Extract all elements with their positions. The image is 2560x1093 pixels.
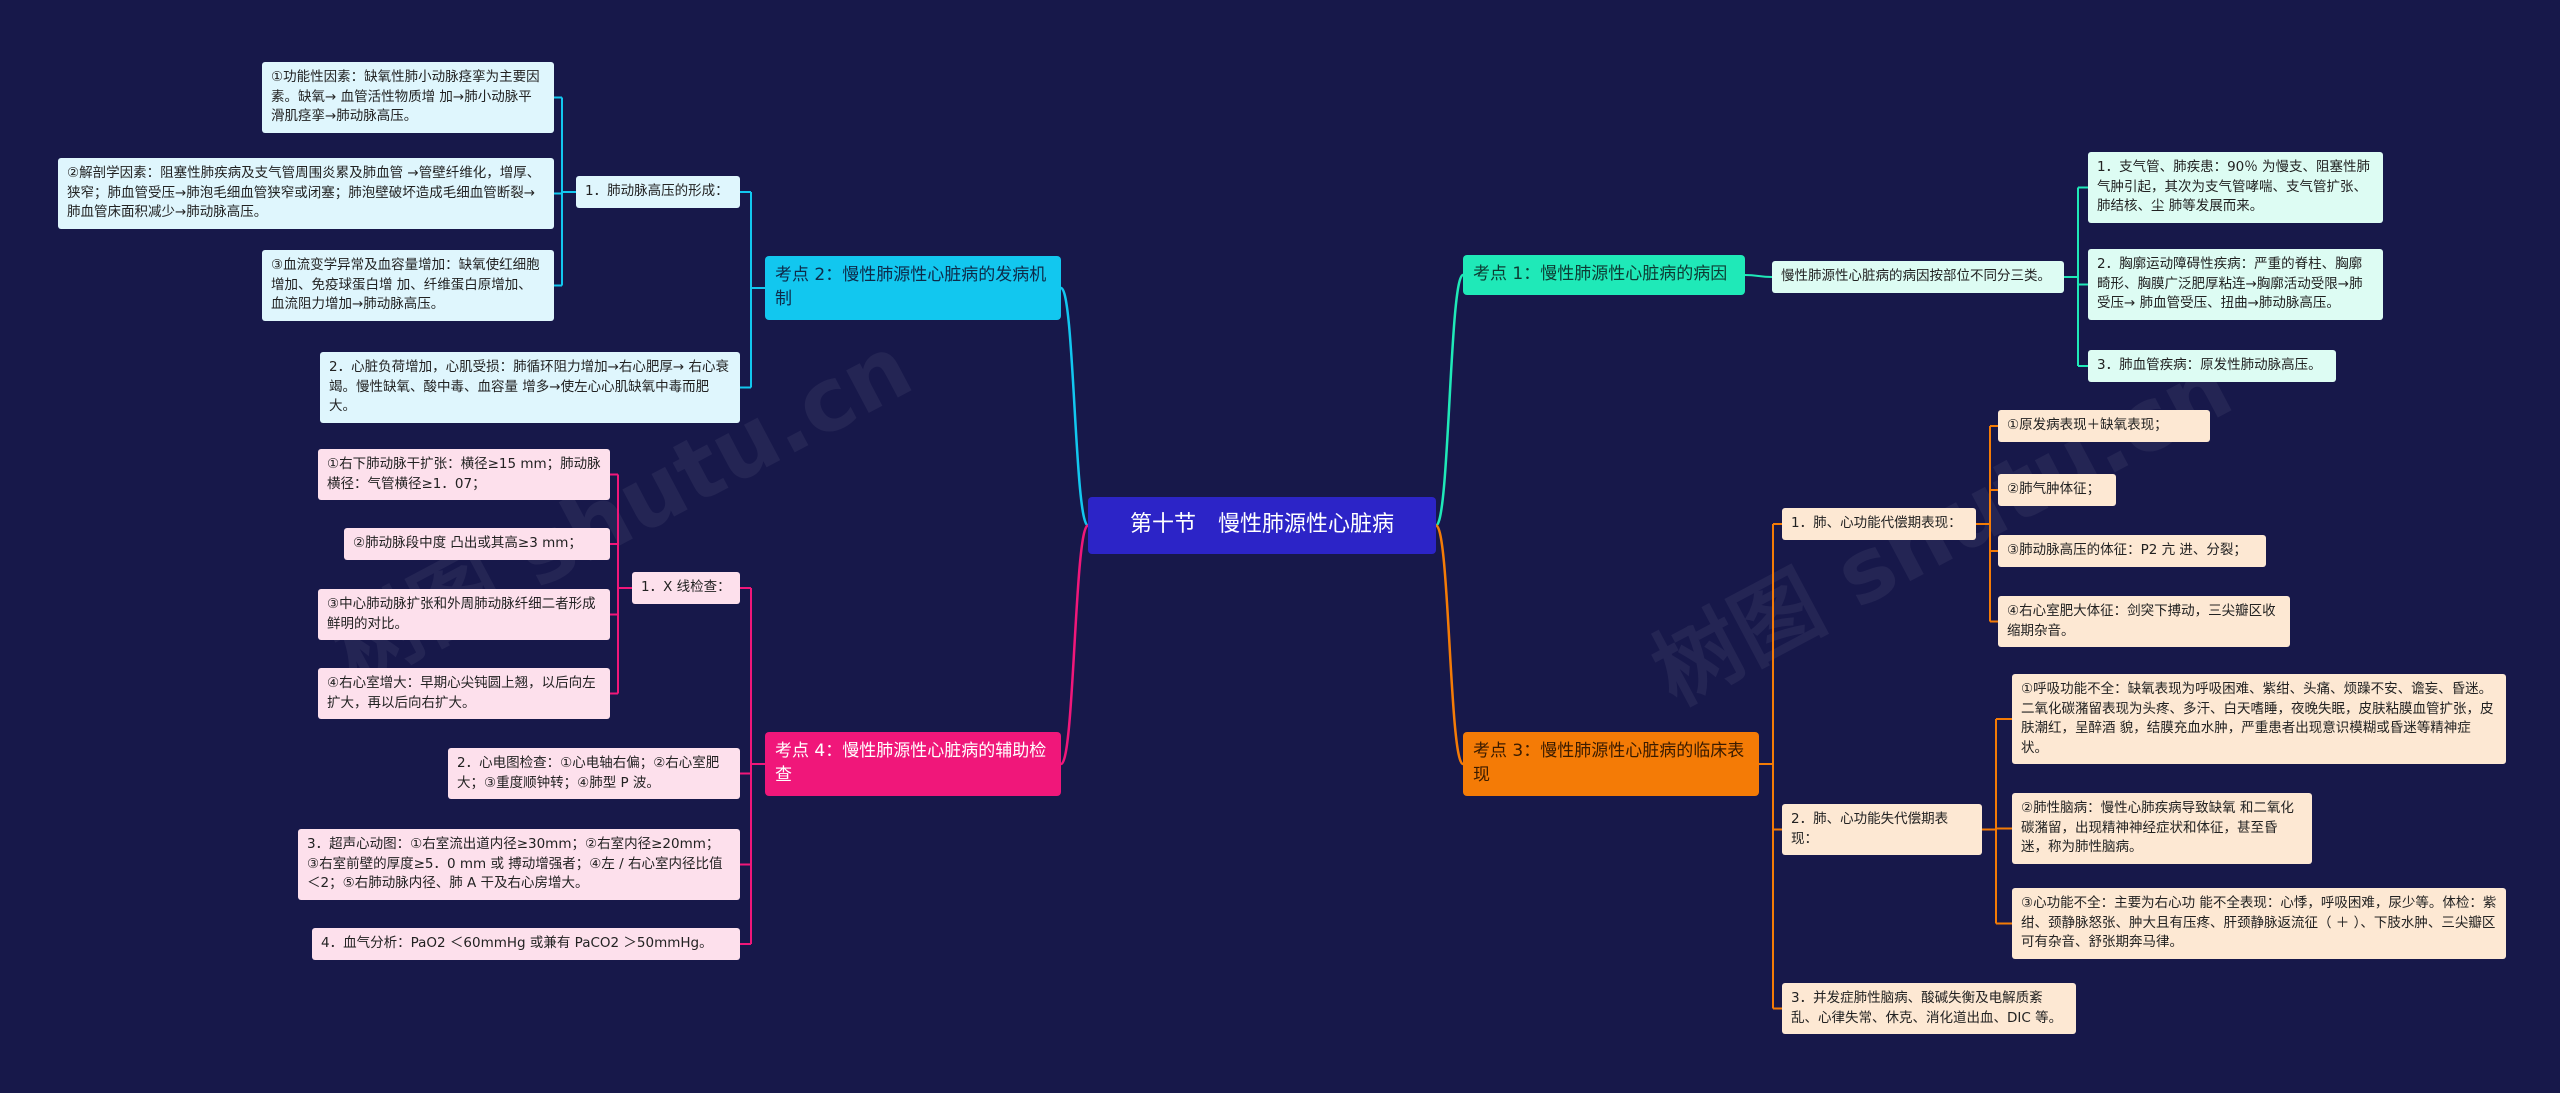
xray-item[interactable]: ②肺动脉段中度 凸出或其高≥3 mm； [344, 528, 610, 560]
connector [1434, 524, 1465, 766]
echocardiography-item[interactable]: 3．超声心动图：①右室流出道内径≥30mm；②右室内径≥20mm；③右室前壁的厚… [298, 829, 740, 900]
pathogenesis-item[interactable]: ②解剖学因素：阻塞性肺疾病及支气管周围炎累及肺血管 →管壁纤维化，增厚、狭窄；肺… [58, 158, 554, 229]
connector [1434, 273, 1465, 527]
root-topic[interactable]: 第十节 慢性肺源性心脏病 [1088, 497, 1436, 554]
connector [1059, 286, 1090, 527]
topic-3-clinical[interactable]: 考点 3：慢性肺源性心脏病的临床表现 [1463, 732, 1759, 796]
xray-label[interactable]: 1．X 线检查： [632, 572, 740, 604]
compensated-item[interactable]: ①原发病表现＋缺氧表现； [1998, 410, 2210, 442]
compensated-item[interactable]: ④右心室肥大体征：剑突下搏动，三尖瓣区收缩期杂音。 [1998, 596, 2290, 648]
etiology-item[interactable]: 1．支气管、肺疾患：90％ 为慢支、阻塞性肺气肿引起，其次为支气管哮喘、支气管扩… [2088, 152, 2383, 223]
complications-item[interactable]: 3．并发症肺性脑病、酸碱失衡及电解质紊乱、心律失常、休克、消化道出血、DIC 等… [1782, 983, 2076, 1035]
decompensated-item[interactable]: ③心功能不全：主要为右心功 能不全表现：心悸，呼吸困难，尿少等。体检：紫绀、颈静… [2012, 888, 2506, 959]
decompensated-label[interactable]: 2．肺、心功能失代偿期表现： [1782, 804, 1982, 856]
topic-2-pathogenesis[interactable]: 考点 2：慢性肺源性心脏病的发病机制 [765, 256, 1061, 320]
connector [1059, 524, 1090, 766]
etiology-item[interactable]: 3．肺血管疾病：原发性肺动脉高压。 [2088, 350, 2336, 382]
pathogenesis-item[interactable]: ③血流变学异常及血容量增加：缺氧使红细胞增加、免疫球蛋白增 加、纤维蛋白原增加、… [262, 250, 554, 321]
xray-item[interactable]: ①右下肺动脉干扩张：横径≥15 mm；肺动脉横径：气管横径≥1．07； [318, 449, 610, 501]
connector [1744, 274, 1773, 278]
xray-item[interactable]: ④右心室增大：早期心尖钝圆上翘，以后向左扩大，再以后向右扩大。 [318, 668, 610, 720]
xray-item[interactable]: ③中心肺动脉扩张和外周肺动脉纤细二者形成鲜明的对比。 [318, 589, 610, 641]
heart-load-item[interactable]: 2．心脏负荷增加，心肌受损：肺循环阻力增加→右心肥厚→ 右心衰竭。慢性缺氧、酸中… [320, 352, 740, 423]
pulmonary-hypertension-label[interactable]: 1．肺动脉高压的形成： [576, 176, 740, 208]
ecg-item[interactable]: 2．心电图检查：①心电轴右偏；②右心室肥大；③重度顺钟转；④肺型 P 波。 [448, 748, 740, 800]
compensated-item[interactable]: ②肺气肿体征； [1998, 474, 2116, 506]
pathogenesis-item[interactable]: ①功能性因素：缺氧性肺小动脉痉挛为主要因素。缺氧→ 血管活性物质增 加→肺小动脉… [262, 62, 554, 133]
decompensated-item[interactable]: ②肺性脑病：慢性心肺疾病导致缺氧 和二氧化碳潴留，出现精神神经症状和体征，甚至昏… [2012, 793, 2312, 864]
topic-1-etiology[interactable]: 考点 1：慢性肺源性心脏病的病因 [1463, 255, 1745, 295]
etiology-item[interactable]: 2．胸廓运动障碍性疾病：严重的脊柱、胸廓畸形、胸膜广泛肥厚粘连→胸廓活动受限→肺… [2088, 249, 2383, 320]
compensated-label[interactable]: 1．肺、心功能代偿期表现： [1782, 508, 1976, 540]
compensated-item[interactable]: ③肺动脉高压的体征：P2 亢 进、分裂； [1998, 535, 2266, 567]
decompensated-item[interactable]: ①呼吸功能不全：缺氧表现为呼吸困难、紫绀、头痛、烦躁不安、谵妄、昏迷。二氧化碳潴… [2012, 674, 2506, 765]
blood-gas-item[interactable]: 4．血气分析：PaO2 ＜60mmHg 或兼有 PaCO2 ＞50mmHg。 [312, 928, 740, 960]
etiology-summary[interactable]: 慢性肺源性心脏病的病因按部位不同分三类。 [1772, 261, 2064, 293]
topic-4-auxiliary-exam[interactable]: 考点 4：慢性肺源性心脏病的辅助检查 [765, 732, 1061, 796]
